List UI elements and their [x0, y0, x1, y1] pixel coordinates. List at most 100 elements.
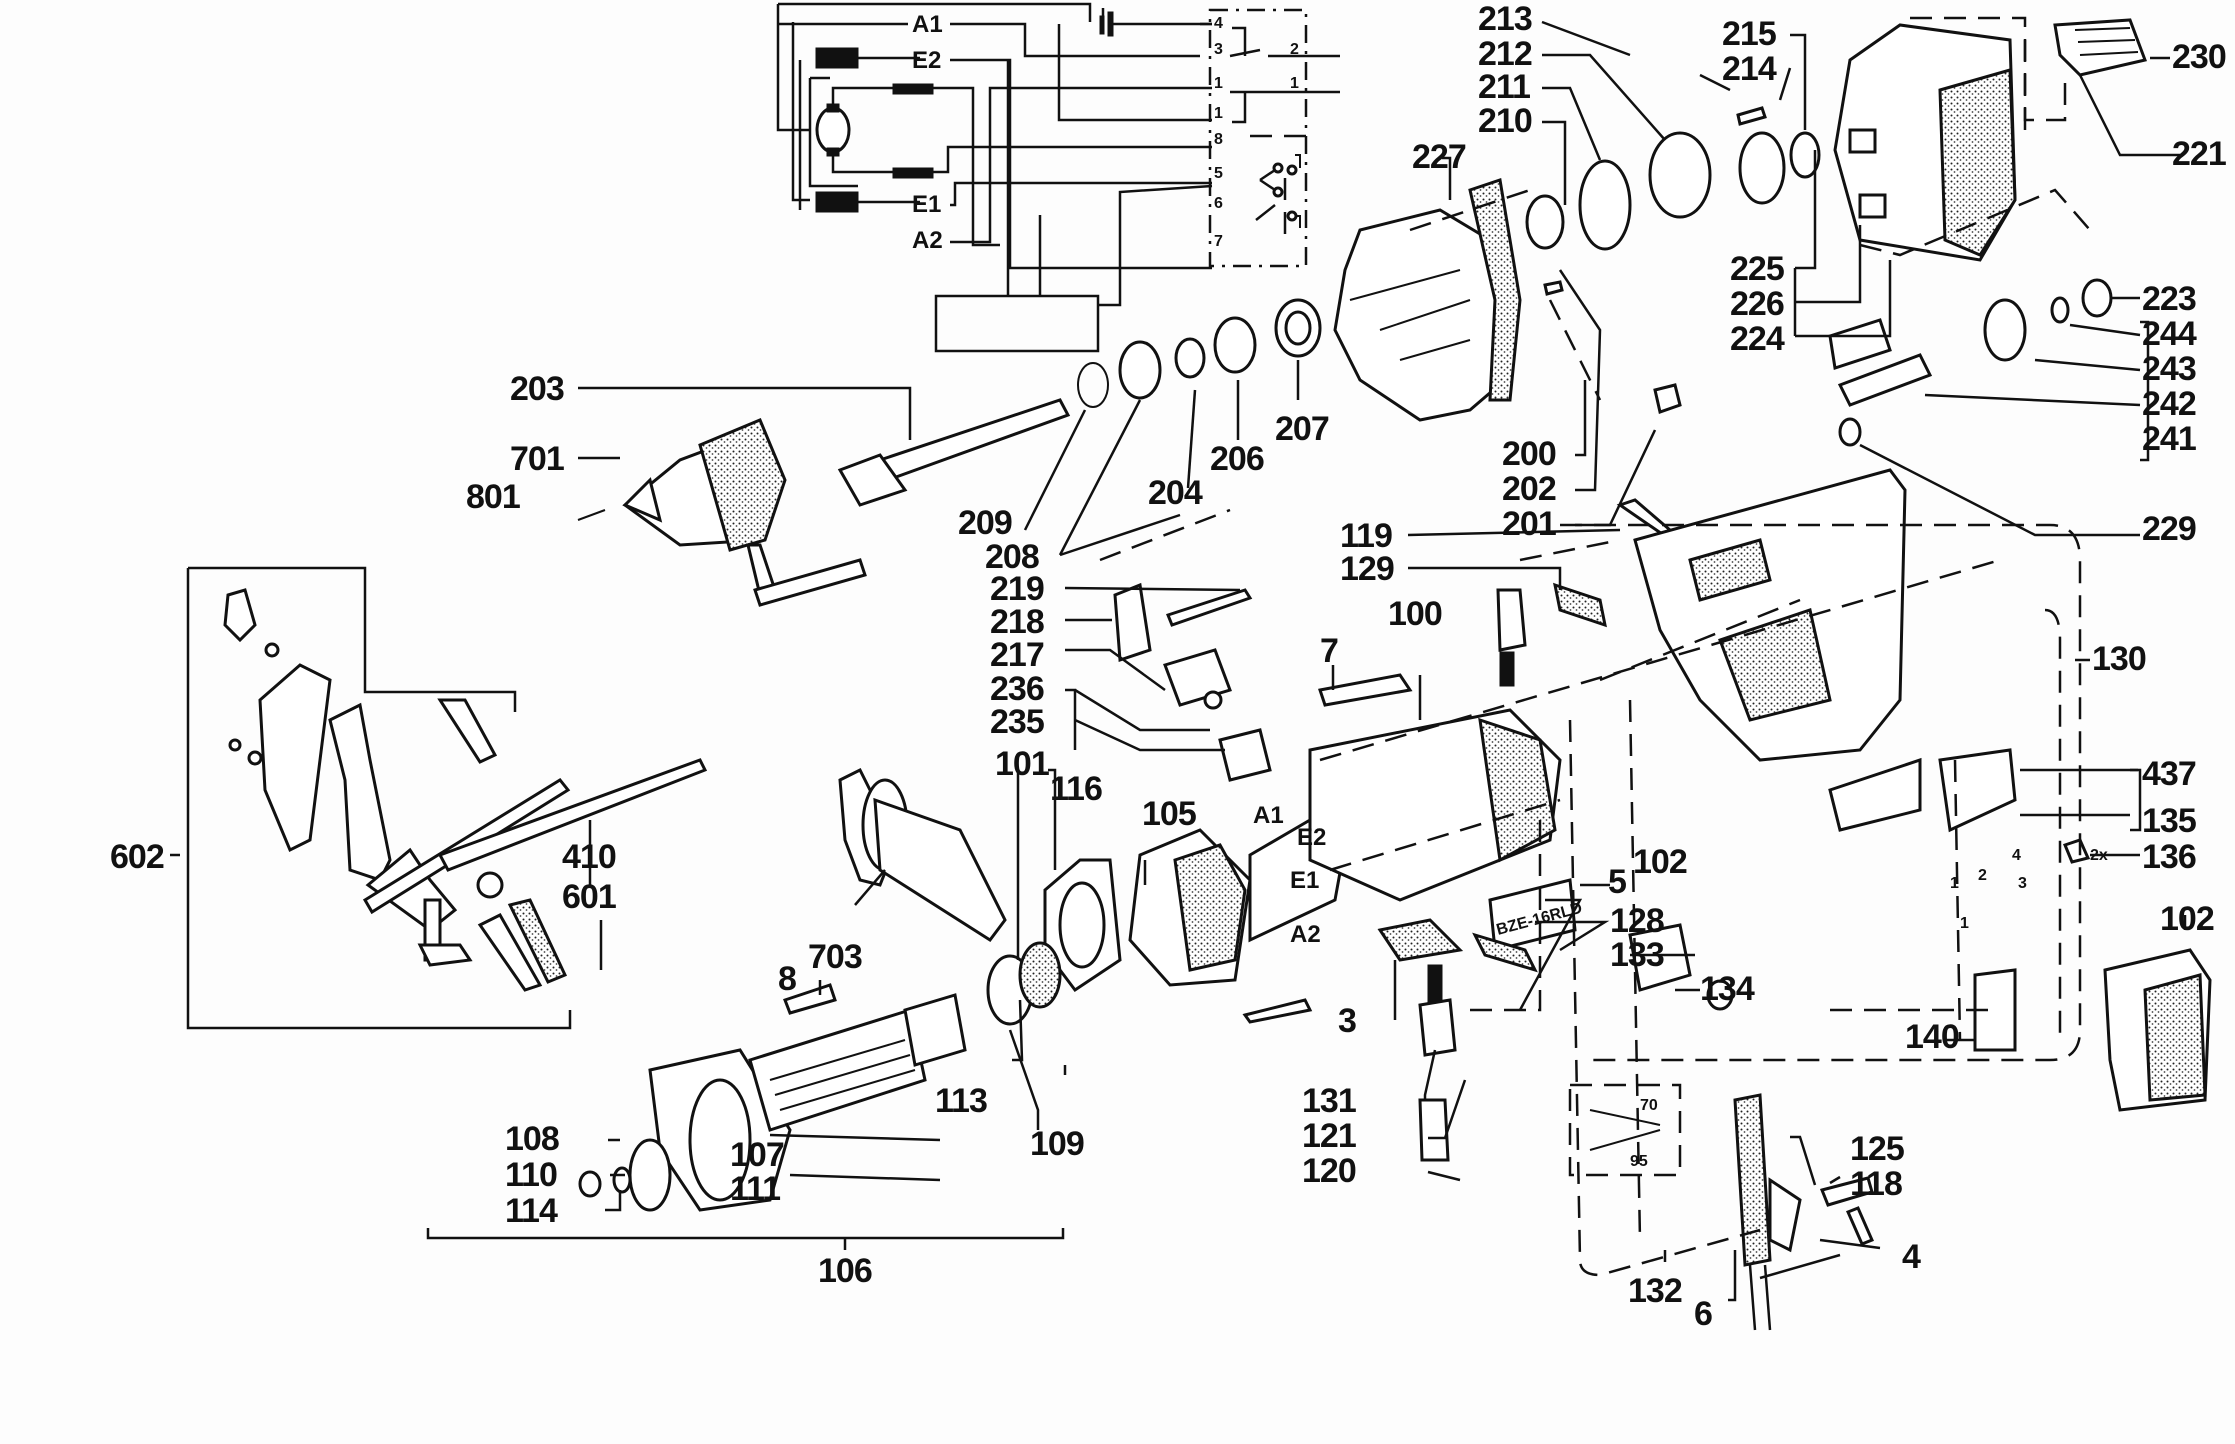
pin-3: 3	[1214, 41, 1223, 58]
label-128: 128	[1610, 902, 1664, 940]
label-129: 129	[1340, 550, 1394, 588]
label-241: 241	[2142, 420, 2196, 458]
pin-1b: 1	[1290, 75, 1299, 92]
label-243: 243	[2142, 350, 2196, 388]
label-410: 410	[562, 838, 616, 876]
pin-mark-1: 1	[1950, 875, 1959, 892]
bracket-218	[1113, 582, 1152, 663]
label-100: 100	[1388, 595, 1442, 633]
motor-terminal-e1: E1	[1290, 867, 1319, 894]
thermal-note-box	[1568, 1083, 1682, 1177]
label-119: 119	[1340, 517, 1392, 555]
label-6: 6	[1694, 1295, 1712, 1333]
screw-8	[783, 983, 837, 1015]
brush-holder-120	[1418, 1098, 1450, 1162]
cord-guard-6	[1733, 1093, 1772, 1267]
label-224: 224	[1730, 320, 1785, 358]
label-801: 801	[466, 478, 520, 516]
aux-handle-703	[838, 767, 1007, 943]
gear-214	[1738, 131, 1786, 205]
pin-mark-4: 4	[2012, 847, 2021, 864]
screw-7	[1318, 673, 1413, 707]
bearing-108	[628, 1138, 672, 1212]
screw-118	[1846, 1206, 1874, 1246]
label-108: 108	[505, 1120, 559, 1158]
label-211: 211	[1478, 68, 1530, 106]
label-217: 217	[990, 636, 1044, 674]
motor-terminal-a1: A1	[1253, 802, 1284, 829]
gasket-227	[1468, 178, 1522, 402]
screw-201	[1616, 498, 1673, 539]
clamp-125	[1819, 1176, 1874, 1207]
label-7: 7	[1320, 632, 1338, 670]
label-3: 3	[1338, 1002, 1356, 1040]
label-203: 203	[510, 370, 564, 408]
knob-133	[1628, 923, 1692, 992]
dashed-guides	[1099, 40, 2091, 1277]
bolt	[437, 698, 498, 764]
label-110: 110	[505, 1156, 557, 1194]
label-200: 200	[1502, 435, 1556, 473]
trigger	[1828, 757, 1922, 832]
label-601: 601	[562, 878, 616, 916]
brush-121	[1418, 998, 1457, 1057]
label-131: 131	[1302, 1082, 1356, 1120]
pinion-242	[1837, 353, 1933, 407]
control-module-box	[934, 294, 1100, 353]
label-225: 225	[1730, 250, 1784, 288]
circlip-209	[1077, 362, 1109, 408]
bearing-101	[1018, 941, 1062, 1009]
label-207: 207	[1275, 410, 1329, 448]
label-4: 4	[1902, 1238, 1921, 1276]
label-230: 230	[2172, 38, 2226, 76]
bushing-226	[1858, 193, 1887, 219]
pin-mark-2: 2	[1978, 867, 1987, 884]
label-136: 136	[2142, 838, 2196, 876]
seal-208	[1118, 340, 1162, 400]
label-102: 102	[1633, 843, 1687, 881]
label-703: 703	[808, 938, 862, 976]
brush-box-235	[1218, 728, 1272, 782]
terminal-e2: E2	[912, 47, 941, 74]
gear-243	[1983, 298, 2027, 362]
label-244: 244	[2142, 315, 2197, 353]
label-212: 212	[1478, 35, 1532, 73]
nut-200	[1653, 383, 1682, 414]
label-5: 5	[1608, 863, 1626, 901]
label-602: 602	[110, 838, 164, 876]
clamp-arm	[328, 702, 392, 882]
clamp-band	[258, 663, 332, 853]
gear-211	[1578, 159, 1632, 251]
label-120: 120	[1302, 1152, 1356, 1190]
screw-136	[2063, 838, 2091, 864]
washer-204	[1174, 337, 1206, 379]
pin-6: 6	[1214, 195, 1223, 212]
label-215: 215	[1722, 15, 1776, 53]
label-135: 135	[2142, 802, 2196, 840]
side-handle-group	[186, 566, 708, 1030]
wiring-schematic: A1 E2 E1 A2 4 3 2 1 1 1 8 5 6 7	[776, 2, 1340, 353]
bushing-225	[1848, 128, 1877, 154]
label-214: 214	[1722, 50, 1777, 88]
label-223: 223	[2142, 280, 2196, 318]
nut-236	[1203, 690, 1223, 710]
washer-215	[1789, 131, 1821, 179]
label-226: 226	[1730, 285, 1784, 323]
label-101: 101	[995, 745, 1049, 783]
pin-1c: 1	[1214, 105, 1223, 122]
label-113: 113	[935, 1082, 987, 1120]
label-218: 218	[990, 603, 1044, 641]
label-236: 236	[990, 670, 1044, 708]
part-labels: 213 212 211 210 227 215 214 230 221 225 …	[110, 0, 2227, 1333]
pin-213	[1736, 106, 1767, 126]
label-204: 204	[1148, 474, 1203, 512]
label-102-cover: 102	[2160, 900, 2214, 938]
switch-135	[1938, 748, 2017, 833]
lever-230	[2053, 18, 2148, 77]
label-242: 242	[2142, 385, 2196, 423]
pin-219	[1166, 588, 1253, 627]
bearing-206	[1213, 316, 1257, 374]
pad-3	[1377, 918, 1464, 962]
switch-box	[1208, 8, 1308, 268]
